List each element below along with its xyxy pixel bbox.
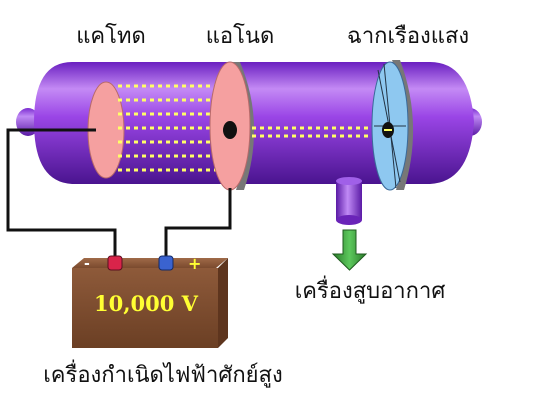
anode-wire <box>164 188 232 258</box>
screen-rim <box>392 60 414 190</box>
voltage-label: 10,000 V <box>94 291 199 316</box>
negative-terminal <box>107 255 123 271</box>
vacuum-pump-label: เครื่องสูบอากาศ <box>295 275 446 304</box>
cathode-wire <box>6 128 117 258</box>
electron-beam-rays <box>118 84 222 172</box>
anode-rim <box>232 62 255 190</box>
anode-label: แอโนด <box>206 23 275 49</box>
power-supply-label: เครื่องกำเนิดไฟฟ้าศักย์สูง <box>43 359 282 388</box>
airflow-arrow-icon <box>331 229 368 271</box>
positive-terminal <box>158 255 174 271</box>
positive-sign: + <box>188 254 201 273</box>
negative-sign: - <box>84 256 90 272</box>
vacuum-pump-port <box>336 180 362 220</box>
vacuum-tube <box>34 62 474 184</box>
power-supply-body <box>72 268 218 348</box>
anode-aperture <box>223 121 237 139</box>
screen-label: ฉากเรืองแสง <box>347 24 469 49</box>
power-supply-top <box>72 258 228 268</box>
cathode-label: แคโทด <box>76 23 146 49</box>
